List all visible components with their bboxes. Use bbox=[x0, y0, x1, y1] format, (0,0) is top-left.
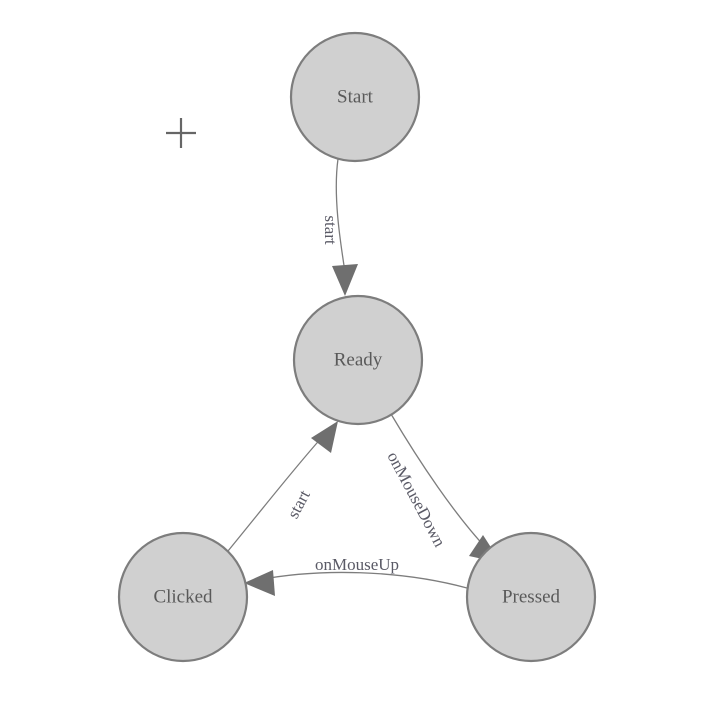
edge-ready-to-pressed[interactable]: onMouseDown bbox=[383, 413, 501, 563]
node-pressed[interactable]: Pressed bbox=[465, 531, 597, 663]
node-label-start: Start bbox=[337, 86, 374, 107]
node-circle-pressed[interactable] bbox=[465, 531, 597, 663]
node-label-clicked: Clicked bbox=[153, 586, 213, 607]
node-clicked[interactable]: Clicked bbox=[117, 531, 249, 663]
edge-start-to-ready[interactable]: start bbox=[321, 158, 358, 296]
node-circle-ready[interactable] bbox=[292, 294, 424, 426]
edge-label-start-to-ready: start bbox=[321, 215, 340, 245]
edge-arrowhead-start-to-ready bbox=[332, 264, 358, 296]
edge-path-ready-to-pressed[interactable] bbox=[390, 413, 488, 550]
edge-path-pressed-to-clicked[interactable] bbox=[257, 571, 468, 589]
edge-label-ready-to-pressed: onMouseDown bbox=[383, 449, 449, 551]
node-circle-clicked[interactable] bbox=[117, 531, 249, 663]
edge-clicked-to-ready[interactable]: start bbox=[227, 421, 338, 552]
edge-label-pressed-to-clicked: onMouseUp bbox=[315, 555, 399, 574]
edge-path-start-to-ready[interactable] bbox=[335, 158, 346, 273]
node-ready[interactable]: Ready bbox=[292, 294, 424, 426]
node-circle-start[interactable] bbox=[289, 31, 421, 163]
edge-arrowhead-pressed-to-clicked bbox=[244, 570, 275, 596]
node-label-ready: Ready bbox=[334, 349, 383, 370]
edge-arrowhead-clicked-to-ready bbox=[311, 421, 338, 453]
node-layer: Start Ready Clicked Pressed bbox=[117, 31, 597, 663]
node-start[interactable]: Start bbox=[289, 31, 421, 163]
edge-pressed-to-clicked[interactable]: onMouseUp bbox=[244, 555, 468, 596]
crosshair-marker-icon[interactable] bbox=[166, 118, 196, 148]
edge-label-clicked-to-ready: start bbox=[283, 487, 314, 522]
node-label-pressed: Pressed bbox=[502, 586, 561, 607]
edge-path-clicked-to-ready[interactable] bbox=[227, 434, 325, 552]
